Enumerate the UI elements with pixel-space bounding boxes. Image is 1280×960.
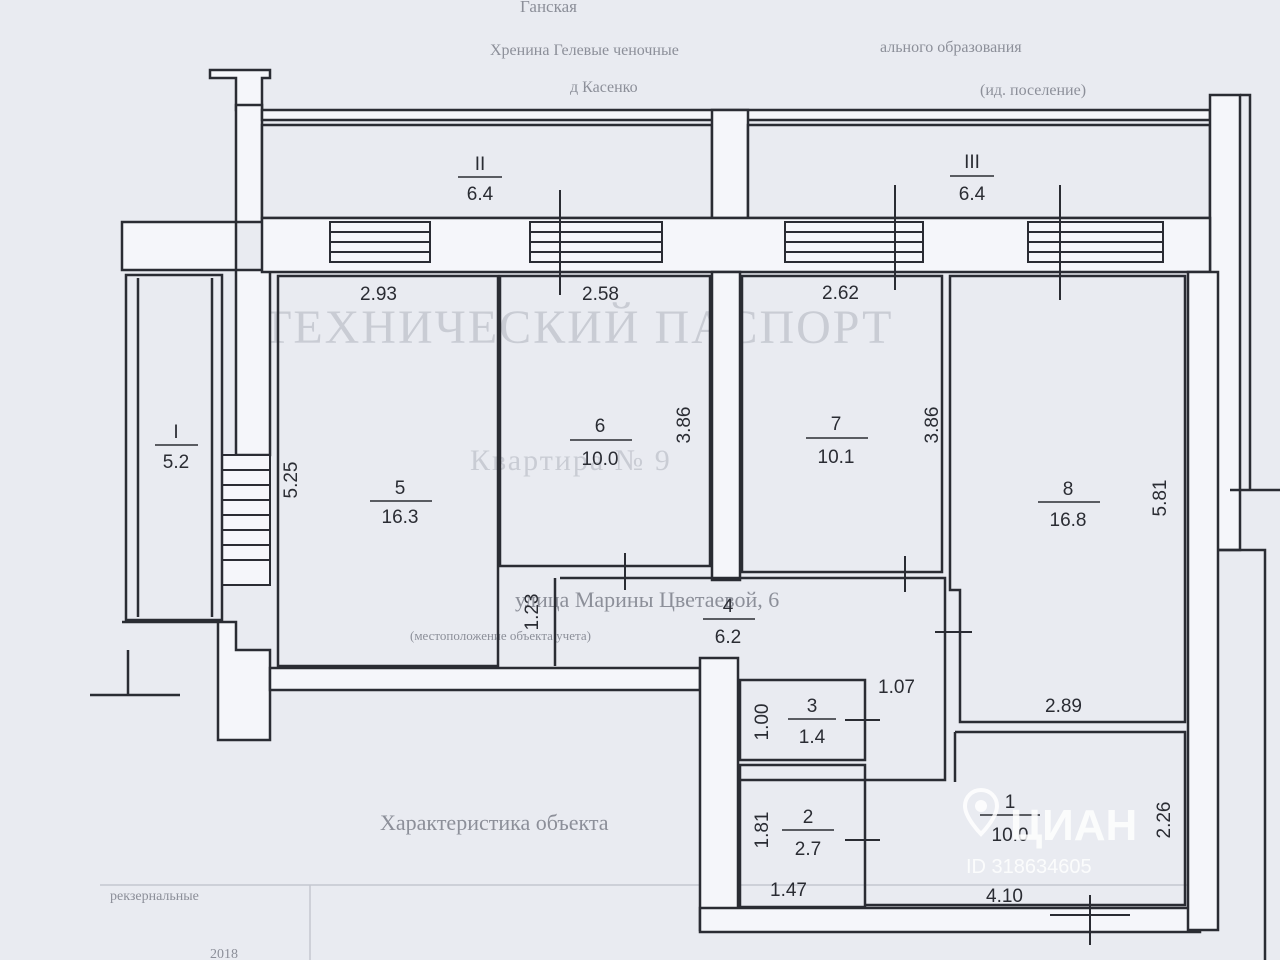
bg-year: 2018 [210, 947, 238, 960]
room-id: I [173, 422, 178, 443]
room-III-label: III 6.4 [950, 152, 994, 205]
room-I-outline [124, 273, 224, 622]
dim-1-00: 1.00 [752, 704, 773, 741]
bg-street: улица Марины Цветаевой, 6 [515, 587, 779, 612]
bg-top-line3: д Касенко [570, 79, 638, 96]
dim-1-23: 1.23 [522, 594, 543, 631]
room-8-label: 8 16.8 [1038, 479, 1100, 531]
room-5-outline [276, 274, 500, 668]
room-8-outline [948, 274, 1187, 724]
dim-5-25: 5.25 [281, 462, 302, 499]
bg-section: Характеристика объекта [380, 810, 609, 835]
dim-2-62: 2.62 [822, 283, 859, 304]
room-1-label: 1 10.0 [980, 792, 1040, 846]
bg-top-line2: Хренина Гелевые ченочные [490, 42, 679, 59]
dim-4-10: 4.10 [986, 886, 1023, 907]
room-area: 10.1 [818, 447, 855, 468]
room-6-label: 6 10.0 [570, 416, 632, 470]
bg-apartment: Квартира № 9 [470, 444, 672, 477]
dim-5-81: 5.81 [1150, 480, 1171, 517]
room-4-outline [560, 576, 947, 782]
bg-top-right1: ального образования [880, 39, 1022, 56]
room-id: 2 [803, 807, 814, 828]
room-area: 5.2 [163, 452, 189, 473]
room-id: 1 [1005, 792, 1016, 813]
room-id: III [964, 152, 980, 173]
background-text: Ганская Хренина Гелевые ченочные д Касен… [100, 0, 1200, 960]
dim-3-86-a: 3.86 [674, 407, 695, 444]
room-id: II [475, 154, 486, 175]
bg-street-note: (местоположение объекта учета) [410, 628, 591, 643]
room-6-outline [498, 274, 712, 568]
room-I-label: I 5.2 [155, 422, 198, 473]
room-area: 6.4 [467, 184, 494, 205]
watermark-brand: ЦИАН [1010, 801, 1137, 850]
room-id: 8 [1063, 479, 1074, 500]
room-area: 6.2 [715, 627, 741, 648]
room-area: 10.0 [582, 449, 619, 470]
room-area: 16.3 [382, 507, 419, 528]
room-area: 6.4 [959, 184, 986, 205]
watermark-id: ID 318634605 [966, 856, 1092, 878]
walls [120, 68, 1242, 934]
room-5-label: 5 16.3 [370, 478, 432, 528]
dim-1-07: 1.07 [878, 677, 915, 698]
room-area: 1.4 [799, 727, 826, 748]
room-2-label: 2 2.7 [782, 807, 834, 860]
room-3-label: 3 1.4 [788, 696, 836, 748]
room-area: 2.7 [795, 839, 821, 860]
dimension-labels: 2.93 2.58 2.62 5.25 3.86 3.86 5.81 1.23 … [281, 283, 1175, 907]
room-id: 6 [595, 416, 606, 437]
room-area: 16.8 [1050, 510, 1087, 531]
room-id: 5 [395, 478, 406, 499]
room-id: 7 [831, 414, 842, 435]
dim-3-86-b: 3.86 [922, 407, 943, 444]
room-id: 3 [807, 696, 818, 717]
room-labels: II 6.4 III 6.4 I 5.2 5 16.3 6 10.0 7 10.… [155, 152, 1100, 860]
dim-1-81: 1.81 [752, 812, 773, 849]
room-area: 10.0 [992, 825, 1029, 846]
dim-2-93: 2.93 [360, 284, 397, 305]
room-7-label: 7 10.1 [806, 414, 868, 468]
bg-top-line1: Ганская [520, 0, 577, 16]
room-2-outline [738, 763, 867, 909]
dim-2-89: 2.89 [1045, 696, 1082, 717]
room-outlines [90, 93, 1280, 960]
bg-table-cell: рекзернальные [110, 889, 199, 904]
room-id: 4 [723, 596, 734, 617]
room-7-outline [740, 274, 944, 574]
watermark: ЦИАН ID 318634605 [962, 787, 1137, 878]
dim-1-47: 1.47 [770, 880, 807, 901]
bg-top-right2: (ид. поселение) [980, 82, 1086, 99]
room-1-outline [865, 730, 1187, 907]
dim-2-58: 2.58 [582, 284, 619, 305]
door-marks [559, 185, 1130, 945]
room-II-label: II 6.4 [458, 154, 502, 205]
location-pin-icon [962, 787, 1000, 837]
bg-title: ТЕХНИЧЕСКИЙ ПАСПОРТ [262, 301, 893, 354]
room-4-label: 4 6.2 [703, 596, 755, 648]
dim-2-26: 2.26 [1154, 802, 1175, 839]
